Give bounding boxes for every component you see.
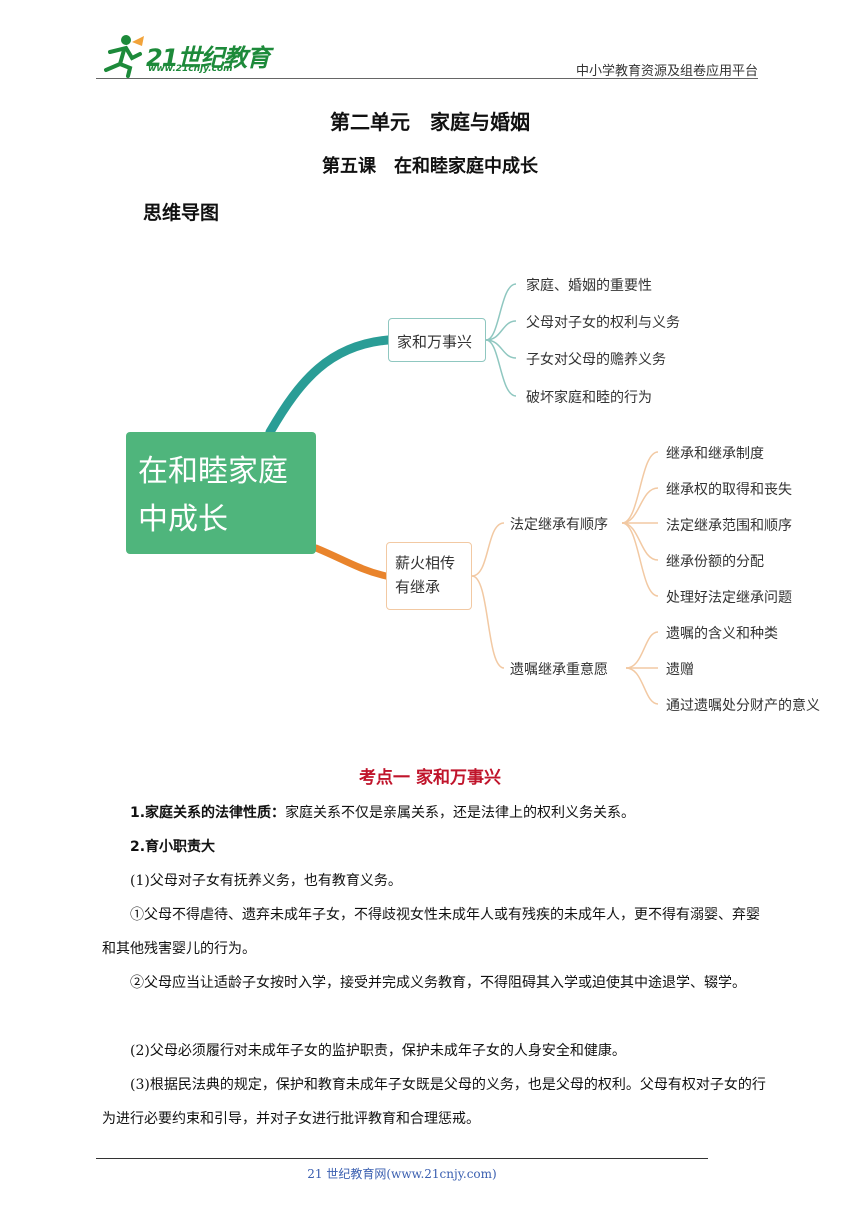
leaf-node: 破坏家庭和睦的行为 — [526, 390, 652, 406]
logo-text: 21世纪教育 — [146, 44, 270, 72]
lesson-title: 第五课 在和睦家庭中成长 — [322, 156, 538, 177]
paragraph-text: (2)父母必须履行对未成年子女的监护职责，保护未成年子女的人身安全和健康。 — [130, 1043, 626, 1059]
paragraph-text: (1)父母对子女有抚养义务，也有教育义务。 — [130, 873, 402, 889]
sub-node-statutory: 法定继承有顺序 — [510, 517, 608, 533]
paragraph-text: (3)根据民法典的规定，保护和教育未成年子女既是父母的义务，也是父母的权利。父母… — [102, 1077, 766, 1127]
paragraph-text: ①父母不得虐待、遗弃未成年子女，不得歧视女性未成年人或有残疾的未成年人，更不得有… — [102, 907, 760, 957]
page-header: 21世纪教育 www.21cnjy.com 中小学教育资源及组卷应用平台 — [96, 32, 758, 80]
branch2-line2: 有继承 — [395, 578, 441, 596]
branch-node-family[interactable]: 家和万事兴 — [388, 318, 486, 362]
branch2-bracket — [471, 522, 505, 669]
leaf-node: 继承权的取得和丧失 — [666, 482, 792, 498]
paragraph-bold-lead: 1.家庭关系的法律性质： — [130, 805, 286, 821]
site-logo[interactable]: 21世纪教育 www.21cnjy.com — [96, 32, 276, 78]
connector-central-branch1 — [265, 335, 393, 437]
sub1-bracket — [621, 451, 659, 597]
connector-central-branch2 — [312, 544, 390, 580]
leaf-node: 遗赠 — [666, 662, 694, 678]
branch1-bracket — [485, 283, 517, 397]
sub-node-testamentary: 遗嘱继承重意愿 — [510, 662, 608, 678]
footer-link[interactable]: 21 世纪教育网(www.21cnjy.com) — [307, 1167, 497, 1181]
sub2-bracket — [625, 631, 659, 705]
paragraph-text: 家庭关系不仅是亲属关系，还是法律上的权利义务关系。 — [285, 805, 636, 821]
footer-divider — [96, 1158, 708, 1159]
central-node-line1: 在和睦家庭 — [138, 454, 288, 489]
mindmap-heading: 思维导图 — [143, 202, 220, 224]
unit-title: 第二单元 家庭与婚姻 — [330, 110, 530, 134]
leaf-node: 遗嘱的含义和种类 — [666, 626, 778, 642]
header-platform-text: 中小学教育资源及组卷应用平台 — [575, 64, 758, 79]
leaf-node: 继承和继承制度 — [666, 446, 764, 462]
mind-map-connectors — [265, 283, 659, 705]
header-divider — [96, 78, 758, 79]
leaf-node: 处理好法定继承问题 — [666, 590, 792, 606]
paragraph-heading: 2.育小职责大 — [102, 830, 772, 864]
leaf-node: 法定继承范围和顺序 — [666, 518, 792, 534]
leaf-node: 继承份额的分配 — [666, 554, 764, 570]
central-node[interactable]: 在和睦家庭 中成长 — [126, 432, 316, 554]
section-title: 考点一 家和万事兴 — [359, 768, 501, 788]
leaf-node: 子女对父母的赡养义务 — [526, 352, 666, 368]
mind-map: 在和睦家庭 中成长 家和万事兴 家庭、婚姻的重要性 父母对子女的权利与义务 子女… — [0, 250, 860, 730]
paragraph-text: ②父母应当让适龄子女按时入学，接受并完成义务教育，不得阻碍其入学或迫使其中途退学… — [130, 975, 746, 991]
leaf-node: 通过遗嘱处分财产的意义 — [666, 698, 820, 714]
runner-logo-icon — [104, 35, 144, 78]
paragraph-legal-nature: 1.家庭关系的法律性质：家庭关系不仅是亲属关系，还是法律上的权利义务关系。 — [102, 796, 772, 830]
leaf-node: 父母对子女的权利与义务 — [526, 315, 680, 331]
central-node-line2: 中成长 — [138, 502, 228, 537]
branch2-line1: 薪火相传 — [395, 554, 456, 572]
logo-url: www.21cnjy.com — [148, 64, 233, 74]
branch-node-inheritance[interactable]: 薪火相传 有继承 — [386, 542, 472, 610]
paragraph-bold-lead: 2.育小职责大 — [130, 839, 216, 855]
leaf-node: 家庭、婚姻的重要性 — [526, 278, 652, 294]
